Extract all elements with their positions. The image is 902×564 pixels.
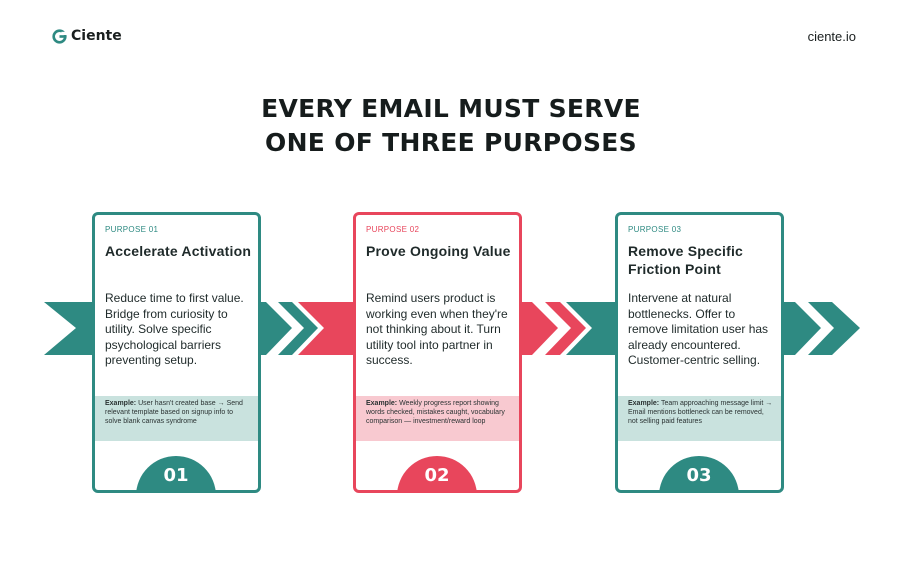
title-line-2: ONE OF THREE PURPOSES — [265, 128, 637, 157]
arrow-segment-2b — [515, 302, 586, 355]
arrow-chevron-gap-1 — [266, 302, 304, 355]
site-url[interactable]: ciente.io — [807, 29, 856, 44]
example-label: Example: — [105, 400, 137, 407]
example-label: Example: — [366, 400, 398, 407]
purpose-number: 03 — [686, 465, 712, 486]
purpose-description: Remind users product is working even whe… — [366, 291, 508, 367]
arrow-segment-1 — [250, 302, 318, 355]
purpose-label: PURPOSE 03 — [628, 225, 682, 234]
purpose-label: PURPOSE 02 — [366, 225, 420, 234]
brand-name: Ciente — [71, 28, 122, 44]
arrow-head — [775, 302, 860, 355]
ciente-logo-icon — [52, 28, 67, 44]
purpose-title: Accelerate Activation — [105, 243, 252, 259]
arrow-chevron-gap-3 — [795, 302, 834, 355]
page-title: EVERY EMAIL MUST SERVE ONE OF THREE PURP… — [0, 92, 902, 160]
arrow-chevron-gap-2 — [532, 302, 571, 355]
example-label: Example: — [628, 400, 660, 407]
purpose-card-02: PURPOSE 02 Prove Ongoing Value Remind us… — [353, 212, 522, 493]
purpose-number: 01 — [163, 465, 189, 486]
purpose-label: PURPOSE 01 — [105, 225, 159, 234]
purpose-card-03: PURPOSE 03 Remove Specific Friction Poin… — [615, 212, 784, 493]
purpose-title: Prove Ongoing Value — [366, 243, 511, 259]
title-line-1: EVERY EMAIL MUST SERVE — [261, 94, 641, 123]
purpose-card-01: PURPOSE 01 Accelerate Activation Reduce … — [92, 212, 261, 493]
example-text: Weekly progress report showing words che… — [366, 400, 505, 425]
purpose-title: Remove Specific Friction Point — [628, 243, 744, 277]
example-text: User hasn't created base → Send relevant… — [105, 400, 243, 425]
purpose-description: Reduce time to first value. Bridge from … — [105, 291, 244, 367]
brand-logo[interactable]: Ciente — [52, 28, 122, 44]
purpose-example: Example: Weekly progress report showing … — [356, 396, 519, 441]
arrow-segment-2a — [298, 302, 360, 355]
example-text: Team approaching message limit → Email m… — [628, 400, 773, 425]
purpose-number: 02 — [424, 465, 450, 486]
purpose-example: Example: User hasn't created base → Send… — [95, 396, 258, 441]
arrow-segment-3a — [566, 302, 625, 355]
purpose-description: Intervene at natural bottlenecks. Offer … — [628, 291, 769, 367]
purpose-example: Example: Team approaching message limit … — [618, 396, 781, 441]
